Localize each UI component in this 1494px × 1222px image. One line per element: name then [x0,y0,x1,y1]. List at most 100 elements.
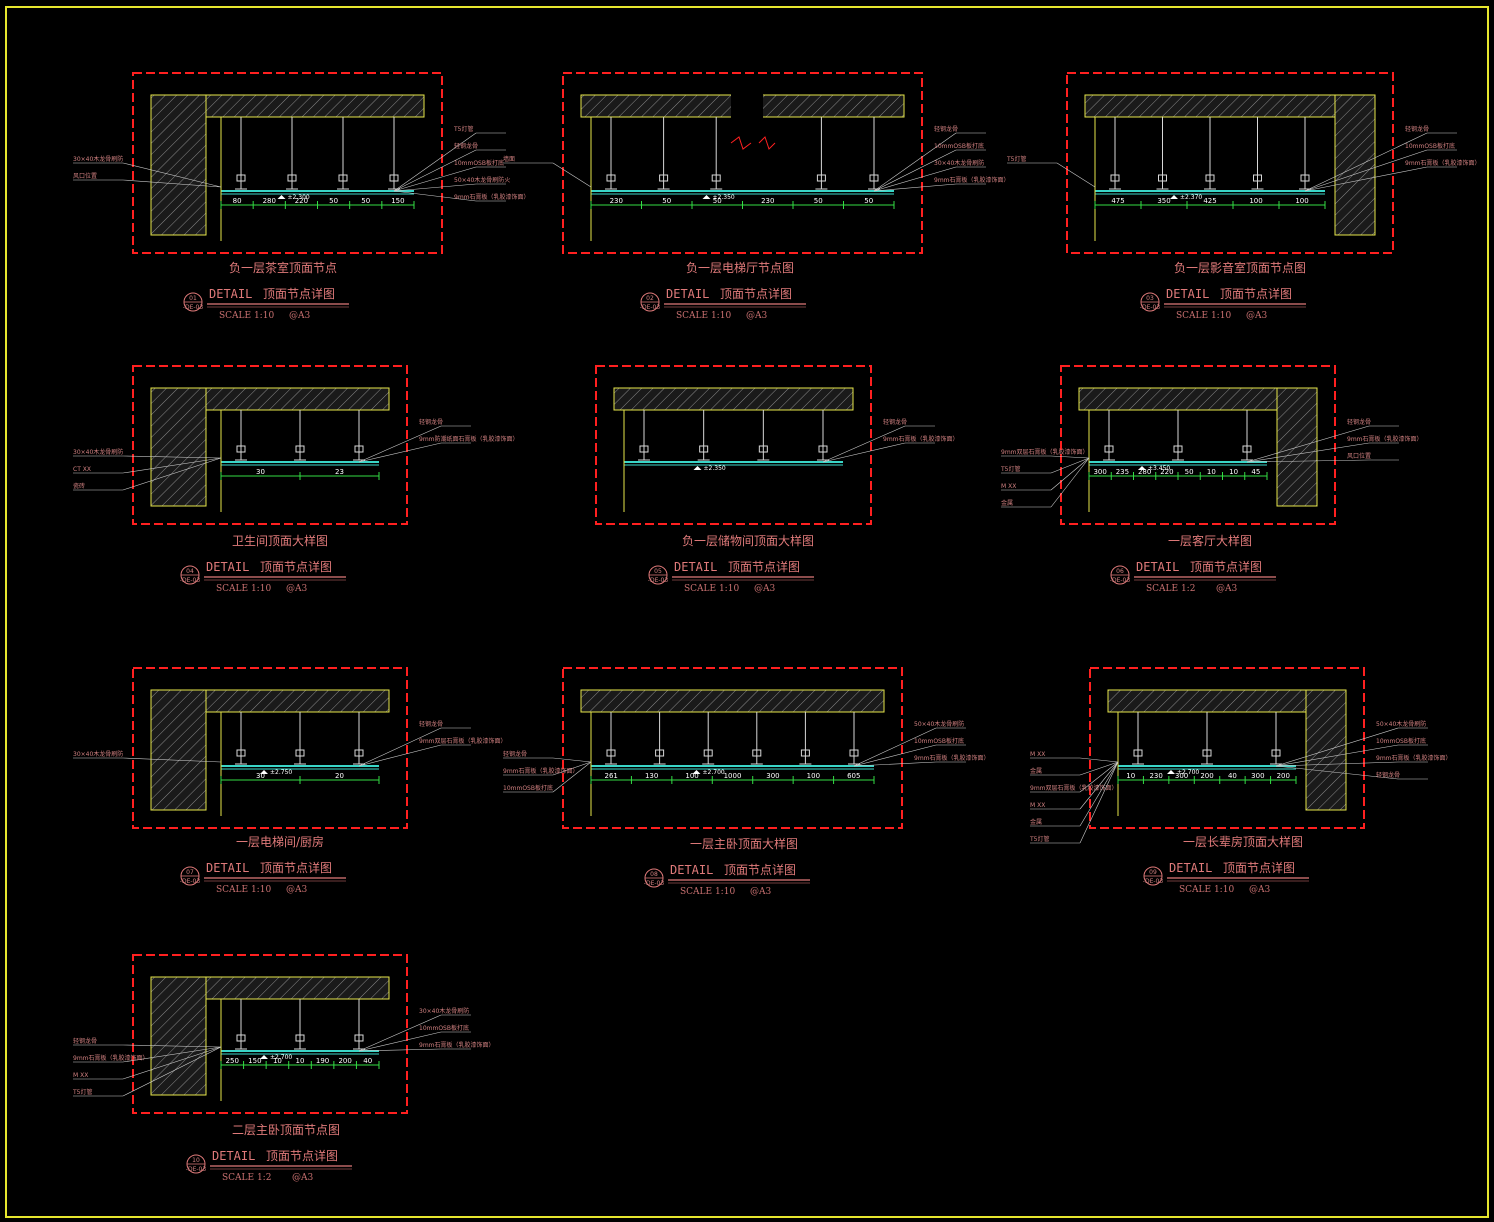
detail-tag-sheet: -DE-03 [1140,304,1161,311]
elevation-label: ±2.750 [270,769,292,776]
callout-note: 10mmOSB板打底 [503,784,553,792]
sheet-size-label: @A3 [746,311,767,321]
concrete-wall [1334,94,1376,236]
dimension-label: 130 [645,772,658,780]
hanger-clip [389,174,399,182]
detail-tag-number: 06 [1116,568,1124,575]
leader-line [873,132,957,192]
hanger-clip [655,749,665,757]
elevation-marker-icon [260,770,268,774]
hanger-clip [1205,174,1215,182]
hanger-clip [1173,445,1183,453]
dimension-label: 40 [363,1057,372,1065]
leader-line [552,761,592,776]
detail-subtitle: 顶面节点详图 [1220,286,1292,301]
callout-note: 9mm双层石膏板（乳胶漆饰面） [1030,784,1118,792]
scale-label: SCALE 1:10 [676,311,731,321]
detail-title: 负一层茶室顶面节点 [229,260,337,275]
dimension-label: 50 [329,197,338,205]
callout-note: 9mm石膏板（乳胶漆饰面） [419,1041,495,1049]
detail-label: DETAIL [206,560,249,574]
dimension-label: 100 [1249,197,1262,205]
elevation-label: ±2.300 [288,194,310,201]
detail-label: DETAIL [1169,861,1212,875]
hanger-clip [869,174,879,182]
elevation-marker-icon [1167,770,1175,774]
dimension-label: 10 [1126,772,1135,780]
sheet-size-label: @A3 [1246,311,1267,321]
hanger-clip [1133,749,1143,757]
detail-title: 二层主卧顶面节点图 [232,1123,340,1137]
dimension-label: 200 [1200,772,1213,780]
concrete-wall [150,976,207,1096]
elevation-label: ±2.350 [713,194,735,201]
callout-note: 10mmOSB板打底 [454,159,504,167]
detail-tag-number: 08 [650,871,658,878]
scale-label: SCALE 1:10 [680,887,735,897]
callout-note: 50×40木龙骨刷防 [1376,720,1426,728]
dimension-label: 220 [295,197,308,205]
dimension-label: 23 [335,468,344,476]
concrete-wall [150,94,207,236]
elevation-marker-icon [277,195,286,199]
hanger-clip [236,445,246,453]
callout-note: 30×40木龙骨刷防 [73,750,123,758]
detail-frame [562,72,923,254]
callout-note: 10mmOSB板打底 [1376,737,1426,745]
callout-note: 金属 [1030,818,1042,826]
concrete-slab [613,387,854,411]
dimension-label: 20 [335,772,344,780]
callout-note: M XX [1001,483,1016,490]
callout-note: 轻钢龙骨 [419,418,443,426]
dimension-label: 50 [713,197,722,205]
callout-note: 风口位置 [73,172,97,180]
callout-note: 轻钢龙骨 [1405,125,1429,133]
elevation-marker-icon [1170,195,1178,199]
callout-note: M XX [1030,751,1045,758]
hanger-clip [1300,174,1310,182]
detail-tag-sheet: -DE-03 [1110,577,1131,584]
detail-tag-sheet: -DE-03 [186,1166,207,1173]
sheet-size-label: @A3 [1249,885,1270,895]
callout-note: 9mm双层石膏板（乳胶漆饰面） [1001,448,1089,456]
leader-line [1079,761,1119,844]
detail-tag-number: 09 [1149,869,1157,876]
callout-note: 轻钢龙骨 [73,1037,97,1045]
leader-line [393,166,477,192]
dimension-label: 10 [1229,468,1238,476]
callout-note: 9mm石膏板（乳胶漆饰面） [934,176,1010,184]
hanger-clip [295,1034,305,1042]
hanger-clip [606,749,616,757]
elevation-label: ±2.700 [1177,769,1199,776]
callout-note: 9mm防潮纸面石膏板（乳胶漆饰面） [419,435,519,443]
elevation-label: ±2.700 [703,769,725,776]
callout-note: 轻钢龙骨 [883,418,907,426]
callout-note: 轻钢龙骨 [419,720,443,728]
callout-note: 金属 [1001,499,1013,507]
detail-title: 负一层影音室顶面节点图 [1174,260,1306,275]
detail-frame [1060,365,1336,525]
elevation-label: ±2.370 [1180,194,1202,201]
leader-line [358,425,442,463]
detail-title: 负一层电梯厅节点图 [686,261,794,275]
leader-line [1275,744,1399,767]
break-line [730,136,752,150]
hanger-clip [703,749,713,757]
hanger-clip [849,749,859,757]
detail-tag-sheet: -DE-03 [648,577,669,584]
elevation-marker-icon [702,195,711,199]
callout-note: T5灯管 [1006,155,1026,163]
hanger-clip [800,749,810,757]
callout-note: 9mm石膏板（乳胶漆饰面） [73,1054,149,1062]
callout-note: CT XX [73,466,91,473]
callout-note: 风口位置 [1347,452,1371,460]
leader-line [1079,761,1119,827]
callout-note: T5灯管 [72,1088,92,1096]
hanger-clip [1110,174,1120,182]
detail-label: DETAIL [1136,560,1179,574]
